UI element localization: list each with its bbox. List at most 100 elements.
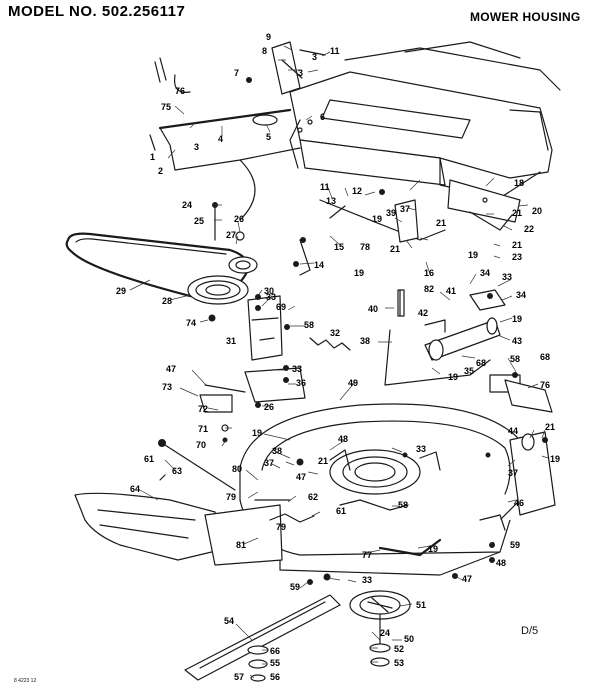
callout-c70: 70: [196, 440, 206, 450]
callout-c43: 43: [512, 336, 522, 346]
callout-c42: 42: [418, 308, 428, 318]
callout-c61: 61: [144, 454, 154, 464]
callout-c19g: 19: [550, 454, 560, 464]
idler-bracket: [247, 237, 351, 361]
callout-c11: 11: [330, 46, 340, 56]
callout-c19b: 19: [372, 214, 382, 224]
callout-c49: 49: [348, 378, 358, 388]
callout-labels: 1 2 3 3 3 4 5 6 7 8 9 11 11 12 13 14 15 …: [116, 32, 560, 682]
callout-c59a: 59: [510, 540, 520, 550]
callout-c9: 9: [266, 32, 271, 42]
cutting-blade: [184, 594, 341, 682]
callout-c20: 20: [532, 206, 542, 216]
callout-c33b: 33: [292, 364, 302, 374]
callout-c14: 14: [314, 260, 324, 270]
callout-c22: 22: [524, 224, 534, 234]
callout-c21a: 21: [436, 218, 446, 228]
callout-c75: 75: [161, 102, 171, 112]
chassis-frame: [289, 41, 561, 231]
callout-c76b: 76: [175, 86, 185, 96]
callout-c68a: 68: [476, 358, 486, 368]
callout-c6: 6: [320, 112, 325, 122]
callout-c7: 7: [234, 68, 239, 78]
callout-c12: 12: [352, 186, 362, 196]
callout-c21b: 21: [390, 244, 400, 254]
callout-c66: 66: [270, 646, 280, 656]
section-title: MOWER HOUSING: [470, 10, 581, 24]
callout-c46: 46: [514, 498, 524, 508]
idler-pulley: [187, 202, 258, 322]
callout-c77: 77: [362, 550, 372, 560]
callout-c48a: 48: [338, 434, 348, 444]
callout-c71: 71: [198, 424, 208, 434]
callout-c13: 13: [326, 196, 336, 206]
callout-c26: 26: [234, 214, 244, 224]
callout-c15: 15: [334, 242, 344, 252]
callout-c81: 81: [236, 540, 246, 550]
callout-c19a: 19: [354, 268, 364, 278]
callout-c19f: 19: [252, 428, 262, 438]
callout-c4: 4: [218, 134, 223, 144]
callout-c58b: 58: [510, 354, 520, 364]
callout-c19h: 19: [428, 544, 438, 554]
callout-c24: 24: [182, 200, 192, 210]
callout-c37c: 37: [508, 468, 518, 478]
callout-c79a: 79: [226, 492, 236, 502]
callout-c57: 57: [234, 672, 244, 682]
callout-c73: 73: [162, 382, 172, 392]
model-number: MODEL NO. 502.256117: [8, 3, 186, 20]
callout-c58c: 58: [398, 500, 408, 510]
callout-c80: 80: [232, 464, 242, 474]
callout-c18: 18: [514, 178, 524, 188]
callout-c59b: 59: [290, 582, 300, 592]
callout-c79b: 79: [276, 522, 286, 532]
callout-c47b: 47: [296, 472, 306, 482]
callout-c19e: 19: [448, 372, 458, 382]
callout-c34: 34: [480, 268, 490, 278]
callout-c31: 31: [226, 336, 236, 346]
callout-c33d: 33: [416, 444, 426, 454]
callout-c52: 52: [394, 644, 404, 654]
callout-c38: 38: [360, 336, 370, 346]
callout-c21c: 21: [512, 208, 522, 218]
callout-c35: 35: [464, 366, 474, 376]
discharge-chute: [74, 439, 315, 566]
callout-c47c: 47: [462, 574, 472, 584]
callout-c11b: 11: [320, 182, 330, 192]
callout-c36: 36: [296, 378, 306, 388]
callout-c40: 40: [368, 304, 378, 314]
callout-c54: 54: [224, 616, 234, 626]
callout-c19c: 19: [468, 250, 478, 260]
callout-c37b: 37: [264, 458, 274, 468]
callout-c3b: 3: [298, 68, 303, 78]
callout-c44: 44: [508, 426, 518, 436]
callout-c8: 8: [262, 46, 267, 56]
side-bracket-right: [452, 372, 556, 579]
blade-spindle: [307, 573, 411, 667]
callout-c3: 3: [194, 142, 199, 152]
callout-c21e: 21: [545, 422, 555, 432]
callout-c34b: 34: [516, 290, 526, 300]
callout-c26b: 26: [264, 402, 274, 412]
callout-c38b: 38: [272, 446, 282, 456]
lift-linkage: [149, 41, 326, 171]
callout-c51: 51: [416, 600, 426, 610]
callout-c1: 1: [150, 152, 155, 162]
callout-c48b: 48: [496, 558, 506, 568]
callout-c56: 56: [270, 672, 280, 682]
callout-c50: 50: [404, 634, 414, 644]
callout-c53: 53: [394, 658, 404, 668]
callout-c33c: 33: [502, 272, 512, 282]
right-lift-linkage: [319, 189, 553, 413]
callout-c33e: 33: [362, 575, 372, 585]
callout-c68b: 68: [540, 352, 550, 362]
callout-c64: 64: [130, 484, 140, 494]
callout-c29: 29: [116, 286, 126, 296]
callout-c39: 39: [386, 208, 396, 218]
callout-c21f: 21: [318, 456, 328, 466]
callout-c25: 25: [194, 216, 204, 226]
callout-c78: 78: [360, 242, 370, 252]
callout-c28: 28: [162, 296, 172, 306]
